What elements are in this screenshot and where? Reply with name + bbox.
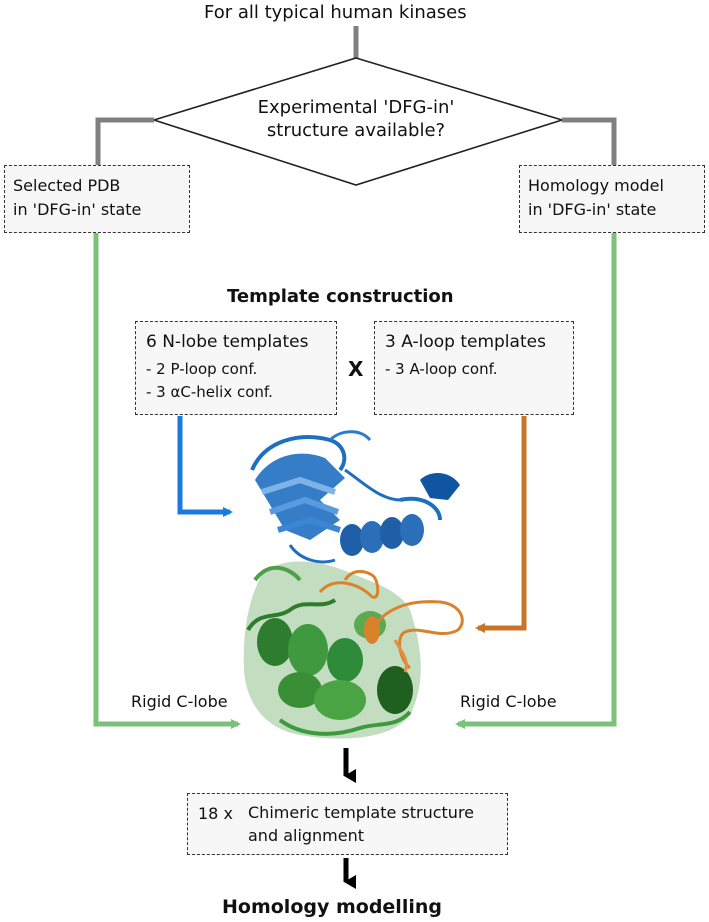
nlobe-item-1: - 2 P-loop conf.	[146, 360, 258, 378]
decision-line-1: Experimental 'DFG-in'	[257, 97, 455, 118]
left-green-arrow	[93, 233, 241, 729]
homology-model-line-1: Homology model	[528, 176, 664, 195]
orange-arrow	[475, 416, 527, 633]
chimeric-count: 18 x	[198, 804, 233, 823]
chimeric-template-box: 18 x Chimeric template structure and ali…	[187, 793, 508, 855]
a-loop-orange	[318, 569, 464, 673]
left-rigid-clobe-label: Rigid C-lobe	[131, 692, 228, 711]
aloop-title: 3 A-loop templates	[385, 332, 546, 352]
bottom-title: Homology modelling	[222, 896, 442, 918]
homology-model-line-2: in 'DFG-in' state	[528, 200, 657, 219]
kinase-structure-illustration	[243, 430, 464, 739]
right-rigid-clobe-label: Rigid C-lobe	[460, 692, 557, 711]
left-branch-connector	[95, 117, 154, 165]
chimeric-line-2: and alignment	[248, 826, 365, 845]
decision-line-2: structure available?	[266, 120, 446, 141]
chimeric-line-1: Chimeric template structure	[248, 803, 475, 822]
top-title: For all typical human kinases	[204, 2, 467, 23]
c-lobe-green	[243, 561, 421, 739]
aloop-templates-box: 3 A-loop templates - 3 A-loop conf.	[374, 321, 574, 415]
nlobe-templates-box: 6 N-lobe templates - 2 P-loop conf. - 3 …	[135, 321, 337, 415]
blue-arrow	[177, 416, 233, 517]
selected-pdb-line-1: Selected PDB	[13, 176, 121, 195]
decision-diamond	[151, 57, 565, 186]
times-symbol: X	[348, 357, 364, 381]
homology-model-box: Homology model in 'DFG-in' state	[519, 165, 705, 233]
n-lobe-blue	[250, 430, 460, 564]
section-title: Template construction	[227, 286, 454, 307]
nlobe-title: 6 N-lobe templates	[146, 332, 309, 352]
selected-pdb-box: Selected PDB in 'DFG-in' state	[4, 165, 190, 233]
right-green-arrow	[455, 233, 617, 729]
right-branch-connector	[562, 117, 617, 165]
nlobe-item-2: - 3 αC-helix conf.	[146, 383, 273, 401]
aloop-item-1: - 3 A-loop conf.	[385, 360, 498, 378]
selected-pdb-line-2: in 'DFG-in' state	[13, 200, 142, 219]
